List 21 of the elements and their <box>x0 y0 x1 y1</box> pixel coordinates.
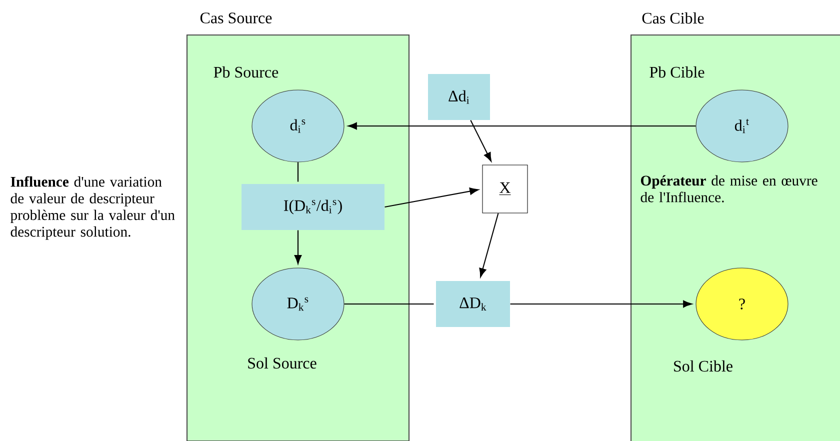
section-label: Sol Cible <box>674 360 732 372</box>
arrow <box>294 230 302 264</box>
arrow <box>384 188 479 208</box>
ellipse-node: ? <box>696 268 788 340</box>
ellipse-node: D$_{k}$s <box>252 268 344 340</box>
box-node: Δd$_{i}$ <box>428 74 490 120</box>
section-label: Sol Source <box>248 357 316 369</box>
arrow <box>470 120 492 162</box>
operator-box: X <box>482 164 528 214</box>
arrow <box>479 213 499 278</box>
section-label: Pb Cible <box>650 66 704 78</box>
arrow <box>348 122 696 130</box>
panel-heading: Cas Cible <box>642 12 704 24</box>
box-node: I(D$_{k}$$^{s}$/d$_{i}$$^{s}$) <box>242 184 384 230</box>
box-node: ΔD$_{k}$ <box>436 281 510 327</box>
note-text: Influence d'une variation de valeur de descripteur problème sur la valeur d'un descripteur solution. <box>10 176 175 240</box>
ellipse-node: d$_{i}$s <box>252 90 344 162</box>
section-label: Pb Source <box>214 66 278 78</box>
arrow <box>510 300 692 308</box>
ellipse-node: d$_{i}$t <box>696 90 788 162</box>
panel-heading: Cas Source <box>200 12 272 24</box>
